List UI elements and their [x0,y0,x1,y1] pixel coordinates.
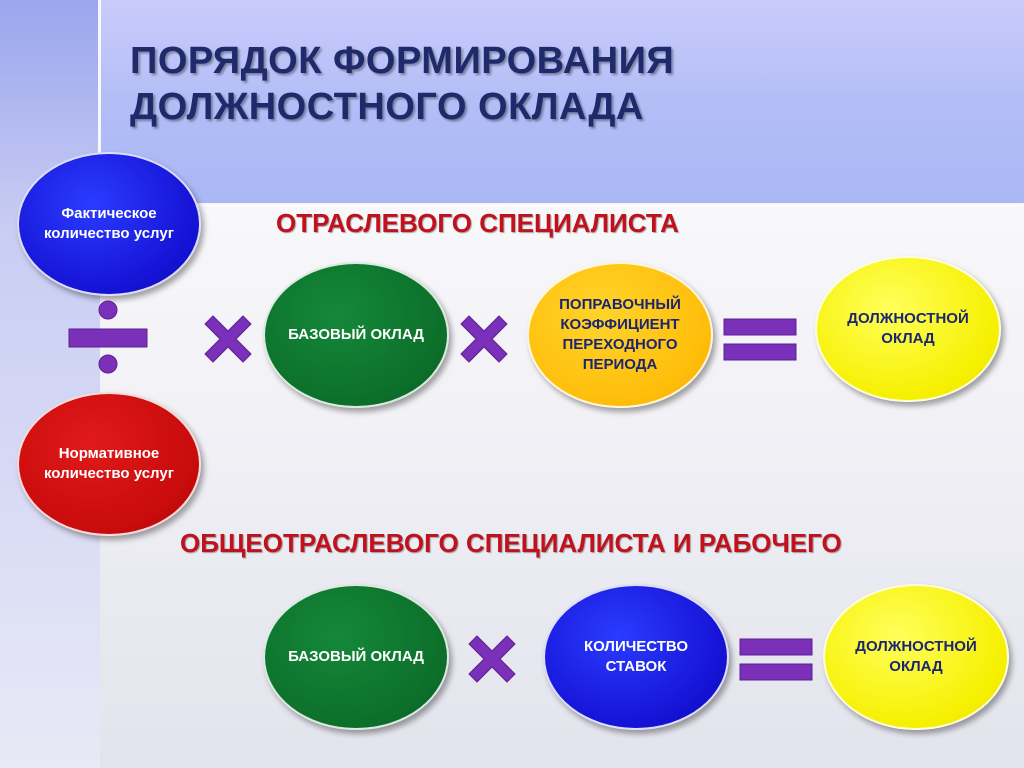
node-base-salary-1: БАЗОВЫЙ ОКЛАД [263,262,449,408]
node-base-salary-2: БАЗОВЫЙ ОКЛАД [263,584,449,730]
node-position-salary-2: ДОЛЖНОСТНОЙ ОКЛАД [823,584,1009,730]
divide-icon [68,300,148,376]
section-heading-industry-specialist: ОТРАСЛЕВОГО СПЕЦИАЛИСТА [276,208,679,238]
multiply-icon [467,634,517,684]
node-base-salary-2-label: БАЗОВЫЙ ОКЛАД [288,648,424,665]
left-decor-strip [0,0,100,768]
page-title-line-1: ПОРЯДОК ФОРМИРОВАНИЯ [130,40,675,82]
node-rate-count: КОЛИЧЕСТВО СТАВОК [543,584,729,730]
node-position-salary-2-label: ДОЛЖНОСТНОЙ ОКЛАД [855,638,977,675]
equals-icon [739,638,813,682]
multiply-icon [203,314,253,364]
node-correction-coefficient-label: ПОПРАВОЧНЫЙ КОЭФФИЦИЕНТ ПЕРЕХОДНОГО ПЕРИ… [559,296,681,373]
node-rate-count-label: КОЛИЧЕСТВО СТАВОК [583,638,689,675]
header-edge-horizontal [100,203,1024,206]
equals-icon [723,318,797,362]
multiply-icon [459,314,509,364]
node-position-salary-1-label: ДОЛЖНОСТНОЙ ОКЛАД [847,310,969,347]
node-actual-services-label: Фактическое количество услуг [44,205,174,242]
node-normative-services-label: Нормативное количество услуг [44,445,174,482]
node-correction-coefficient: ПОПРАВОЧНЫЙ КОЭФФИЦИЕНТ ПЕРЕХОДНОГО ПЕРИ… [527,262,713,408]
page-title-line-2: ДОЛЖНОСТНОГО ОКЛАДА [130,86,644,128]
node-actual-services: Фактическое количество услуг [17,152,201,296]
node-position-salary-1: ДОЛЖНОСТНОЙ ОКЛАД [815,256,1001,402]
node-base-salary-1-label: БАЗОВЫЙ ОКЛАД [288,326,424,343]
page-title: ПОРЯДОК ФОРМИРОВАНИЯ ДОЛЖНОСТНОГО ОКЛАДА [130,38,674,130]
node-normative-services: Нормативное количество услуг [17,392,201,536]
header-edge-vertical [98,0,101,205]
section-heading-general-specialist: ОБЩЕОТРАСЛЕВОГО СПЕЦИАЛИСТА И РАБОЧЕГО [180,528,842,558]
header-band [100,0,1024,205]
